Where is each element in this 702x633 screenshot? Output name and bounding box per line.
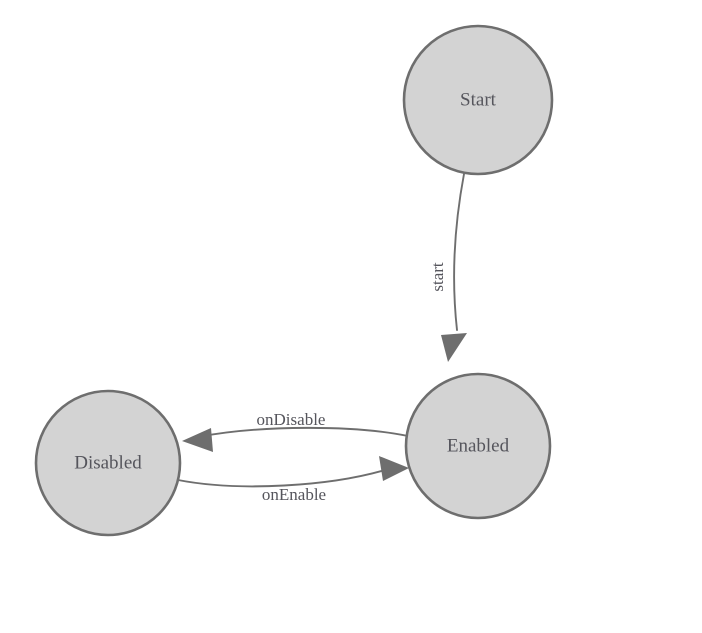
edge-label-onenable: onEnable <box>262 485 326 504</box>
arrowhead-to-enabled <box>441 333 467 362</box>
edge-label-start: start <box>428 262 447 292</box>
node-start-label: Start <box>460 89 497 110</box>
node-disabled-circle <box>34 389 182 537</box>
node-enabled[interactable]: Enabled <box>404 372 552 520</box>
edge-enabled-to-disabled[interactable]: onDisable <box>182 410 409 452</box>
node-start-circle <box>402 24 554 176</box>
node-disabled-label: Disabled <box>74 452 142 473</box>
arrowhead-to-disabled <box>182 428 213 452</box>
edge-start-to-enabled-path <box>453 173 465 331</box>
edge-start-to-enabled[interactable]: start <box>428 173 467 362</box>
arrowhead-to-enabled-lower <box>379 456 409 481</box>
edge-enabled-to-disabled-path <box>197 426 409 438</box>
edge-disabled-to-enabled[interactable]: onEnable <box>177 456 409 504</box>
node-enabled-circle <box>404 372 552 520</box>
node-enabled-label: Enabled <box>447 435 510 456</box>
node-disabled[interactable]: Disabled <box>34 389 182 537</box>
edge-label-ondisable: onDisable <box>257 410 326 429</box>
edge-disabled-to-enabled-path <box>177 469 386 488</box>
node-start[interactable]: Start <box>402 24 554 176</box>
